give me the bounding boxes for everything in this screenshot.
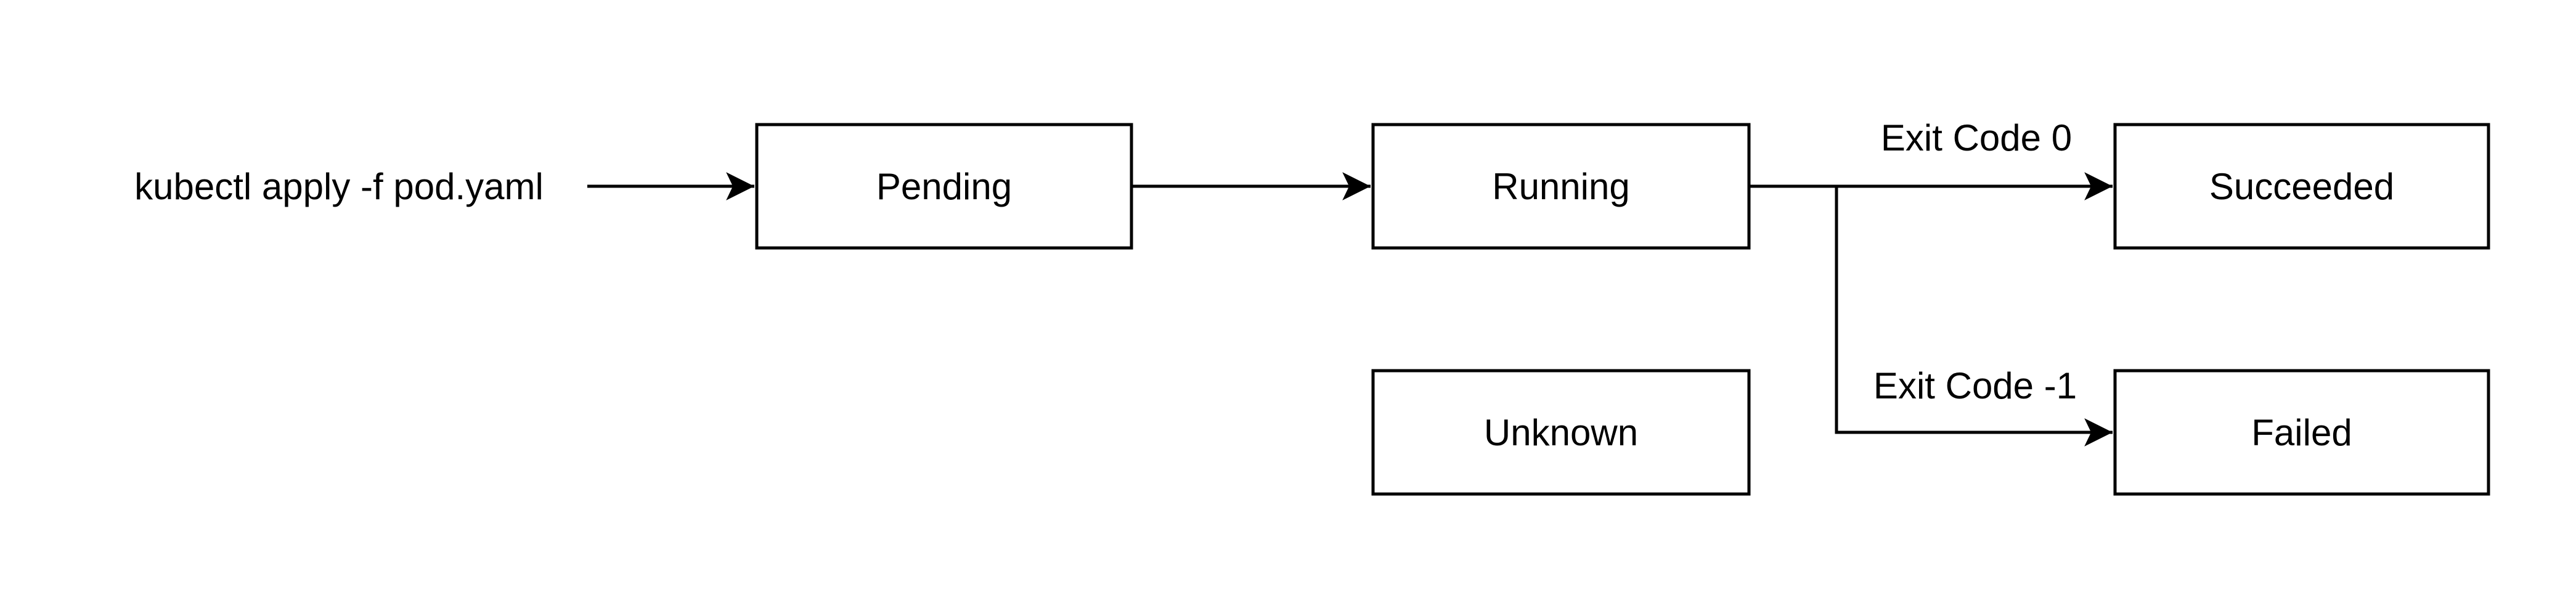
node-unknown: Unknown [1371,369,1751,496]
node-failed-box [2113,369,2490,496]
node-failed-label: Failed [2251,412,2352,453]
node-unknown-box [1371,369,1751,496]
node-running-label: Running [1492,166,1630,207]
command-label: kubectl apply -f pod.yaml [134,166,544,207]
node-unknown-label: Unknown [1484,412,1638,453]
node-succeeded: Succeeded [2113,123,2490,250]
edge-label-exit-code-0: Exit Code 0 [1881,117,2072,159]
node-pending: Pending [755,123,1133,250]
arrow-running-to-failed [1835,186,2113,447]
node-pending-box [755,123,1133,250]
edge-label-exit-code-neg1: Exit Code -1 [1873,365,2077,406]
node-pending-label: Pending [876,166,1012,207]
node-running-box [1371,123,1751,250]
node-failed: Failed [2113,369,2490,496]
node-running: Running [1371,123,1751,250]
node-succeeded-label: Succeeded [2209,166,2394,207]
node-succeeded-box [2113,123,2490,250]
